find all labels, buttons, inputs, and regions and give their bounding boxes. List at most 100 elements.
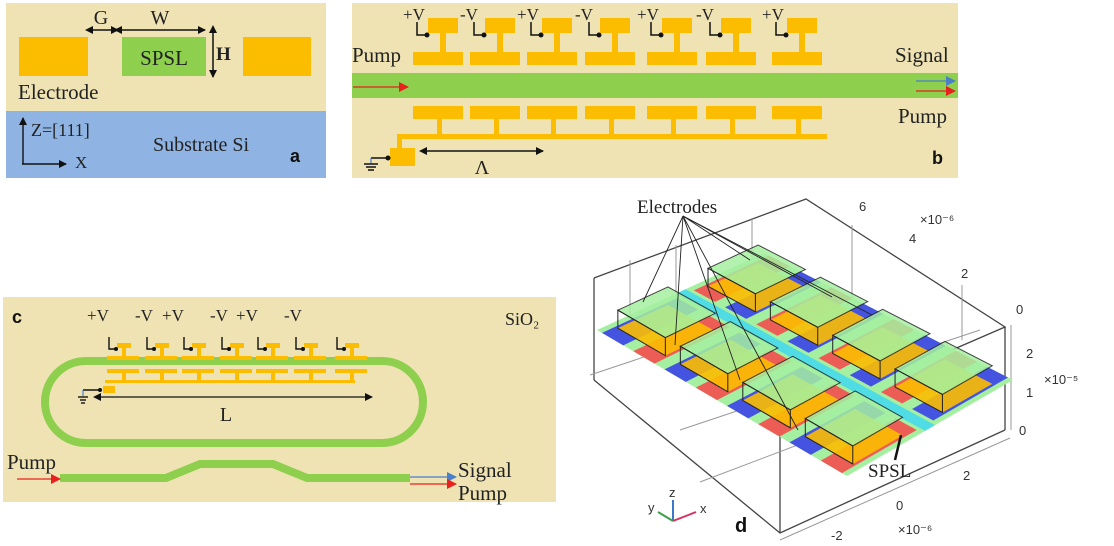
electrode-right — [243, 37, 311, 76]
voltage-label: +V — [162, 306, 185, 325]
ground-finger — [647, 106, 697, 137]
wire — [709, 22, 720, 36]
panel-b: +V-V+V-V+V-V+V Pump Signal Pump Λ b — [352, 3, 958, 179]
length-label: L — [220, 404, 232, 426]
wire — [650, 22, 661, 36]
wire — [588, 22, 599, 36]
triad-y-arrow — [657, 511, 674, 522]
electrode-finger: +V — [637, 5, 697, 65]
panel-a: SPSL G W H Electrode Substrate Si Z=[111… — [6, 3, 326, 178]
electrode-finger: -V — [696, 5, 756, 65]
axis-triad: z y x — [648, 485, 707, 522]
voltage-label: +V — [762, 5, 785, 24]
ground-bus — [105, 380, 355, 383]
ground-finger — [220, 369, 252, 381]
pump-output-label: Pump — [898, 104, 947, 128]
electrode-block — [769, 276, 869, 347]
top-electrode-array: +V-V+V-V+V-V — [87, 306, 367, 360]
electrode-finger: +V — [517, 5, 577, 65]
electrode-finger: -V — [460, 5, 520, 65]
electrode-label: Electrode — [18, 80, 98, 104]
ground-finger — [527, 106, 577, 137]
triad-x-arrow — [672, 511, 697, 522]
x-tick: 2 — [963, 468, 970, 483]
racetrack-resonator — [41, 357, 427, 447]
y-axis-scale: ×10⁻⁶ — [920, 212, 954, 227]
ground-pad — [390, 148, 415, 166]
spsl-core-field — [675, 289, 935, 431]
panel-label-a: a — [290, 146, 301, 166]
electrode-left — [19, 37, 88, 76]
z-tick: 2 — [1026, 346, 1033, 361]
electrode-leader-lines — [642, 215, 873, 431]
z-tick: 0 — [1019, 423, 1026, 438]
signal-output-label: Signal — [458, 458, 512, 482]
ground-finger — [585, 106, 635, 137]
voltage-label: -V — [696, 5, 715, 24]
bus-waveguide — [60, 460, 410, 482]
ground-finger — [706, 106, 756, 137]
y-tick: 2 — [961, 266, 968, 281]
wire — [473, 22, 484, 36]
panel-label-b: b — [932, 148, 943, 168]
ground-icon — [364, 158, 378, 171]
voltage-label: -V — [575, 5, 594, 24]
ground-finger — [470, 106, 520, 137]
voltage-label: +V — [517, 5, 540, 24]
ground-pad — [103, 386, 115, 393]
panel-label-d: d — [735, 515, 747, 537]
electrode-block — [804, 390, 904, 465]
voltage-label: +V — [87, 306, 110, 325]
electrode-finger: +V — [236, 306, 288, 360]
triad-y-label: y — [648, 500, 655, 515]
electrode-finger: -V — [210, 306, 252, 360]
electrode-finger: -V — [284, 306, 326, 360]
y-tick: 6 — [859, 199, 866, 214]
electrode-finger: -V — [135, 306, 177, 360]
pump-input-label: Pump — [352, 43, 401, 67]
z-axis-scale: ×10⁻⁵ — [1044, 372, 1078, 387]
pump-input-label: Pump — [7, 450, 56, 474]
wire — [530, 22, 541, 36]
triad-z-label: z — [669, 485, 676, 500]
core-label: SPSL — [140, 46, 188, 70]
electrode-block — [831, 308, 932, 380]
period-label: Λ — [475, 157, 490, 179]
electrode-finger: +V — [762, 5, 822, 65]
voltage-label: -V — [460, 5, 479, 24]
signal-output-label: Signal — [895, 43, 949, 67]
x-tick: -2 — [831, 528, 843, 543]
spsl-core — [122, 37, 206, 76]
ground-finger — [294, 369, 326, 381]
panel-d: Electrodes SPSL 6 4 2 0 ×10⁻⁶ 2 1 0 ×10⁻… — [589, 197, 1078, 543]
panel-c: +V-V+V-V+V-V L c SiO₂ Pump Signal Pump — [3, 297, 556, 505]
triad-x-label: x — [700, 501, 707, 516]
voltage-label: +V — [236, 306, 259, 325]
x-axis-label: X — [75, 153, 87, 172]
ground-icon — [78, 390, 88, 404]
waveguide — [352, 73, 958, 98]
bottom-electrode-array — [78, 369, 367, 404]
top-electrode-array: +V-V+V-V+V-V+V — [403, 5, 822, 65]
gap-label: G — [94, 7, 108, 29]
y-tick: 0 — [1016, 302, 1023, 317]
ground-finger — [256, 369, 288, 381]
cladding-label: SiO₂ — [505, 309, 539, 329]
ground-finger — [772, 106, 822, 137]
spsl-label: SPSL — [868, 461, 911, 482]
ground-finger — [413, 106, 463, 137]
x-axis-scale: ×10⁻⁶ — [898, 522, 932, 537]
pump-output-label: Pump — [458, 481, 507, 505]
voltage-label: -V — [135, 306, 154, 325]
y-tick: 4 — [909, 231, 916, 246]
electrode-finger: -V — [575, 5, 635, 65]
width-label: W — [151, 7, 170, 29]
voltage-label: +V — [637, 5, 660, 24]
height-label: H — [216, 44, 231, 65]
ground-finger — [335, 369, 367, 381]
spsl-leader-line — [893, 434, 903, 461]
electrode-block — [741, 355, 842, 429]
ground-bus — [397, 134, 827, 139]
substrate-label: Substrate Si — [153, 134, 250, 156]
